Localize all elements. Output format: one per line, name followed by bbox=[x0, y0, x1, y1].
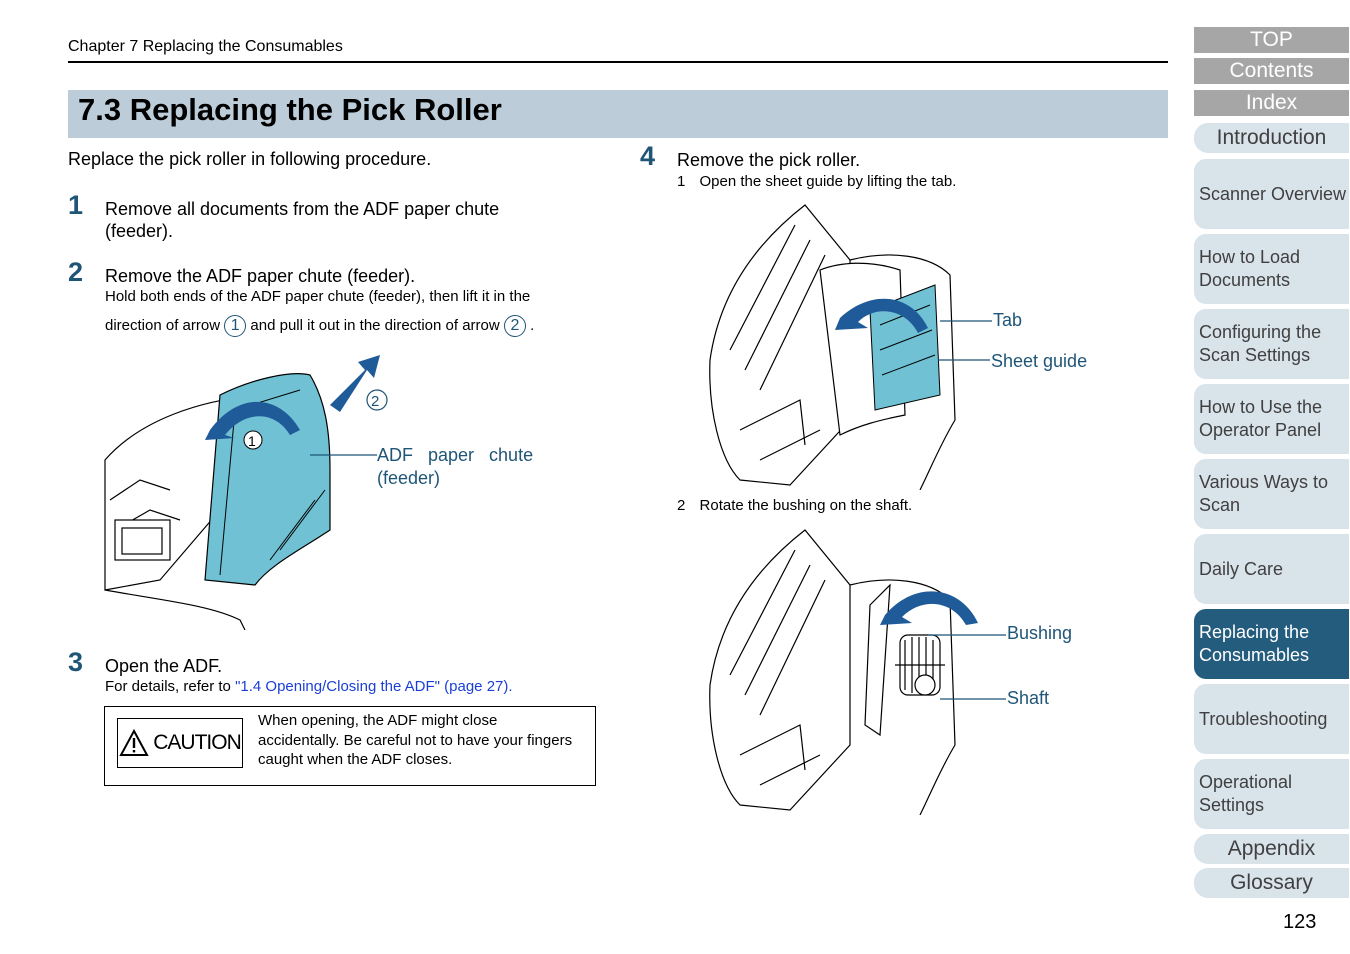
nav-item-configuring-scan-settings[interactable]: Configuring the Scan Settings bbox=[1194, 309, 1349, 379]
step-4-text: Remove the pick roller. bbox=[677, 150, 861, 170]
opening-adf-link[interactable]: "1.4 Opening/Closing the ADF" (page 27). bbox=[235, 678, 513, 695]
step-2-text: Remove the ADF paper chute (feeder). bbox=[105, 266, 416, 286]
nav-item-replacing-consumables[interactable]: Replacing the Consumables bbox=[1194, 609, 1349, 679]
adf-chute-callout-line1: ADF paper chute bbox=[377, 445, 534, 465]
adf-chute-callout: ADF paper chute (feeder) bbox=[377, 444, 533, 490]
nav-top-button[interactable]: TOP bbox=[1194, 27, 1349, 53]
caution-box bbox=[104, 706, 596, 786]
step-2-detail-line2: direction of arrow 1 and pull it out in … bbox=[105, 312, 534, 340]
caution-word: CAUTION bbox=[153, 731, 241, 754]
arrow-2-marker: 2 bbox=[503, 315, 526, 338]
step-1-text: Remove all documents from the ADF paper … bbox=[105, 198, 499, 242]
step-2-detail-c: . bbox=[530, 317, 535, 334]
step-2-detail-b: and pull it out in the direction of arro… bbox=[250, 317, 500, 334]
step-3-number: 3 bbox=[68, 647, 84, 677]
caution-label: CAUTION bbox=[117, 718, 243, 768]
step-3-text: Open the ADF. bbox=[105, 656, 223, 676]
chapter-header: Chapter 7 Replacing the Consumables bbox=[68, 38, 343, 55]
nav-contents-button[interactable]: Contents bbox=[1194, 58, 1349, 84]
sheet-guide-callout: Sheet guide bbox=[991, 351, 1088, 371]
step-1-text-line2: (feeder). bbox=[105, 221, 174, 241]
step-4-substep-1: 1 Open the sheet guide by lifting the ta… bbox=[677, 172, 956, 192]
step-4-substep-2: 2 Rotate the bushing on the shaft. bbox=[677, 496, 912, 516]
warning-triangle-icon bbox=[119, 729, 149, 756]
page-title: 7.3 Replacing the Pick Roller bbox=[78, 92, 502, 127]
nav-appendix[interactable]: Appendix bbox=[1194, 834, 1349, 864]
step-1-text-line1: Remove all documents from the ADF paper … bbox=[105, 199, 500, 219]
substep-2-text: Rotate the bushing on the shaft. bbox=[699, 497, 913, 514]
bushing-illustration bbox=[709, 529, 1006, 815]
nav-item-scanner-overview[interactable]: Scanner Overview bbox=[1194, 159, 1349, 229]
arrow-1-marker: 1 bbox=[224, 315, 247, 338]
nav-item-operational-settings[interactable]: Operational Settings bbox=[1194, 759, 1349, 829]
bushing-callout: Bushing bbox=[1007, 623, 1073, 643]
intro-text: Replace the pick roller in following pro… bbox=[68, 149, 432, 169]
header-rule bbox=[68, 61, 1168, 63]
svg-text:1: 1 bbox=[248, 433, 256, 449]
substep-1-number: 1 bbox=[677, 173, 686, 190]
sheet-guide-illustration bbox=[709, 204, 992, 490]
step-2-detail-a: direction of arrow bbox=[105, 317, 221, 334]
nav-item-how-to-load-documents[interactable]: How to Load Documents bbox=[1194, 234, 1349, 304]
nav-index-button[interactable]: Index bbox=[1194, 90, 1349, 116]
title-bar bbox=[68, 90, 1168, 138]
step-2-number: 2 bbox=[68, 257, 84, 287]
tab-callout: Tab bbox=[993, 310, 1023, 330]
step-2-detail-line1: Hold both ends of the ADF paper chute (f… bbox=[105, 288, 531, 305]
step-1-number: 1 bbox=[68, 190, 84, 220]
adf-chute-illustration: 1 2 bbox=[104, 355, 388, 630]
nav-glossary[interactable]: Glossary bbox=[1194, 868, 1349, 898]
nav-item-troubleshooting[interactable]: Troubleshooting bbox=[1194, 684, 1349, 754]
step-3-detail: For details, refer to "1.4 Opening/Closi… bbox=[105, 677, 513, 697]
page-number: 123 bbox=[1283, 911, 1317, 933]
nav-introduction[interactable]: Introduction bbox=[1194, 123, 1349, 153]
adf-chute-callout-line2: (feeder) bbox=[377, 468, 441, 488]
shaft-callout: Shaft bbox=[1007, 688, 1050, 708]
nav-item-daily-care[interactable]: Daily Care bbox=[1194, 534, 1349, 604]
substep-1-text: Open the sheet guide by lifting the tab. bbox=[699, 173, 957, 190]
nav-item-various-ways-to-scan[interactable]: Various Ways to Scan bbox=[1194, 459, 1349, 529]
nav-item-operator-panel[interactable]: How to Use the Operator Panel bbox=[1194, 384, 1349, 454]
step-3-detail-prefix: For details, refer to bbox=[105, 678, 236, 695]
step-4-number: 4 bbox=[640, 141, 656, 171]
svg-text:2: 2 bbox=[371, 393, 379, 410]
caution-text: When opening, the ADF might close accide… bbox=[258, 712, 573, 768]
substep-2-number: 2 bbox=[677, 497, 686, 514]
